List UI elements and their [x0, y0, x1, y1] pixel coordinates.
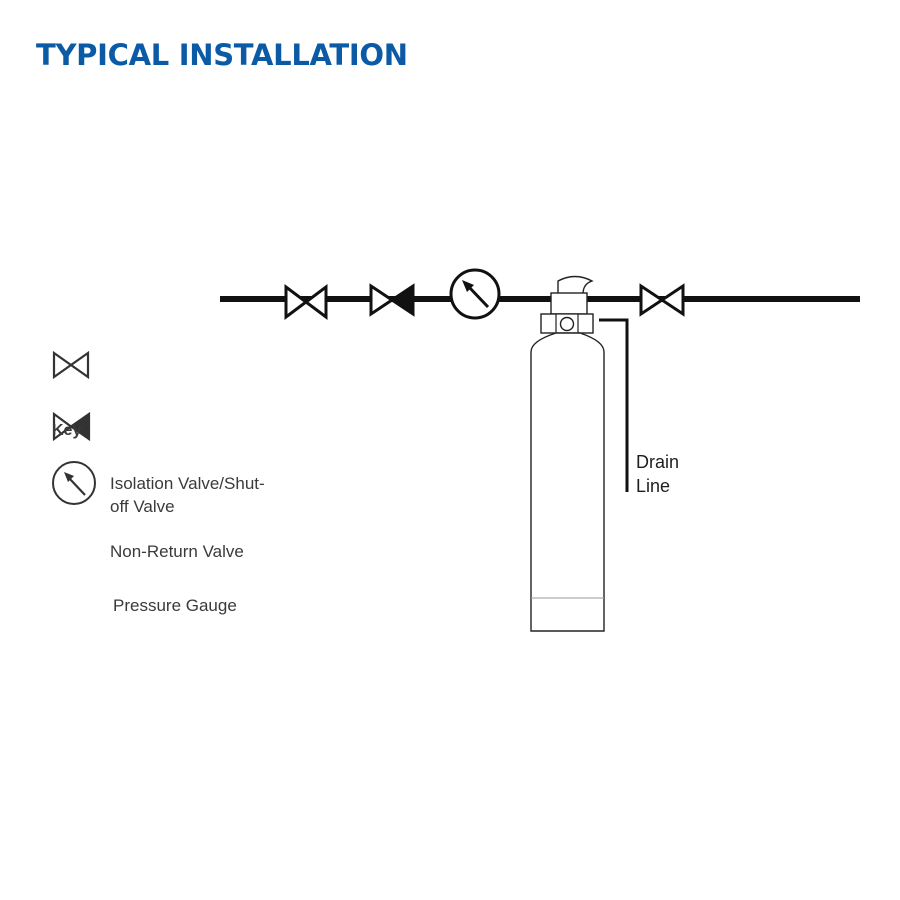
legend-non-return-valve-label: Non-Return Valve: [110, 542, 244, 561]
isolation-valve-icon: [639, 283, 685, 317]
legend-gauge-icon: [52, 461, 96, 505]
drain-line-label-line1: Drain: [636, 452, 680, 472]
legend-isolation-valve-line1: Isolation Valve/Shut-: [110, 474, 265, 493]
pressure-vessel-icon: [530, 332, 605, 632]
gauge-icon: [449, 268, 501, 320]
legend-key-label: Key: [52, 422, 82, 439]
control-valve-head: [540, 275, 594, 334]
legend-pressure-gauge-label: Pressure Gauge: [113, 596, 237, 615]
page-title: TYPICAL INSTALLATION: [36, 38, 408, 72]
isolation-valve-icon: [284, 284, 328, 320]
drain-line-label-line2: Line: [636, 476, 671, 496]
legend-check-valve-icon: [52, 411, 91, 442]
drain-line-label: Drain Line: [636, 450, 679, 498]
legend-isolation-valve-line2: off Valve: [110, 497, 175, 516]
legend-isolation-valve-label: Isolation Valve/Shut- off Valve: [110, 472, 265, 518]
legend-isolation-valve-icon: [52, 350, 90, 380]
drain-line: [599, 318, 629, 492]
check-valve-icon: [369, 283, 415, 317]
